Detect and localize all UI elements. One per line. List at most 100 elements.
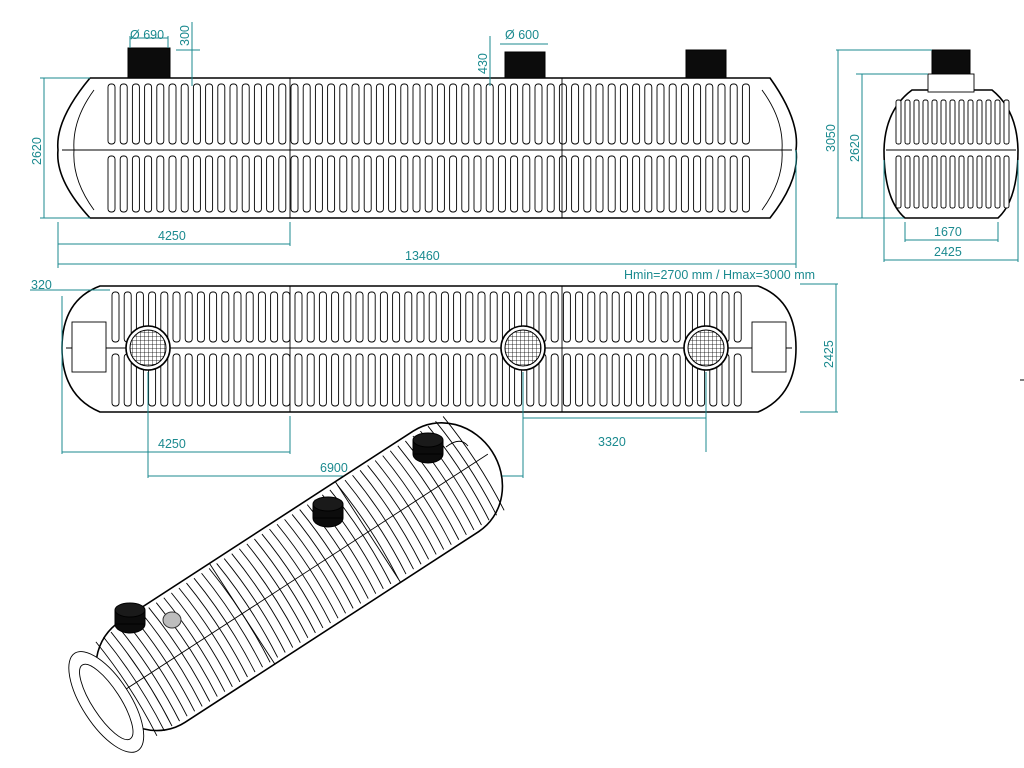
- plan-rib: [318, 353, 327, 407]
- side-rib: [668, 83, 677, 145]
- plan-rib: [392, 353, 401, 407]
- side-rib: [205, 83, 214, 145]
- dim-neck-height-mid: 430: [476, 53, 490, 74]
- plan-rib: [196, 291, 205, 343]
- side-rib: [741, 155, 750, 213]
- end-rib: [1003, 155, 1010, 209]
- plan-rib: [172, 353, 181, 407]
- end-rib: [967, 99, 974, 145]
- end-rib: [994, 155, 1001, 209]
- side-rib: [656, 83, 665, 145]
- side-rib: [107, 155, 116, 213]
- plan-rib: [331, 291, 340, 343]
- side-rib: [217, 155, 226, 213]
- plan-rib: [477, 291, 486, 343]
- side-rib: [473, 155, 482, 213]
- end-rib: [985, 99, 992, 145]
- side-rib: [668, 155, 677, 213]
- iso-necks: [114, 432, 469, 634]
- end-rib: [931, 99, 938, 145]
- side-rib: [595, 155, 604, 213]
- plan-rib: [111, 291, 120, 343]
- side-rib: [449, 155, 458, 213]
- end-rib: [913, 155, 920, 209]
- plan-rib: [111, 353, 120, 407]
- side-rib: [168, 83, 177, 145]
- plan-rib: [489, 291, 498, 343]
- end-rib: [976, 99, 983, 145]
- end-rib: [1003, 99, 1010, 145]
- side-rib: [119, 83, 128, 145]
- plan-rib: [477, 353, 486, 407]
- side-rib: [327, 83, 336, 145]
- end-rib: [922, 99, 929, 145]
- side-rib: [314, 83, 323, 145]
- plan-rib: [599, 353, 608, 407]
- end-rib: [949, 99, 956, 145]
- side-rib: [546, 83, 555, 145]
- side-rib: [473, 83, 482, 145]
- end-rib: [931, 155, 938, 209]
- plan-rib: [611, 291, 620, 343]
- end-rib: [958, 155, 965, 209]
- side-rib: [644, 83, 653, 145]
- dim-end-total-height: 3050: [824, 124, 838, 152]
- plan-rib: [209, 353, 218, 407]
- side-rib: [705, 83, 714, 145]
- side-rib: [327, 155, 336, 213]
- end-rib: [994, 99, 1001, 145]
- dim-end-body-height: 2620: [848, 134, 862, 162]
- plan-rib: [331, 353, 340, 407]
- plan-rib: [562, 291, 571, 343]
- side-rib: [144, 155, 153, 213]
- side-rib: [693, 83, 702, 145]
- side-rib: [363, 83, 372, 145]
- end-view: 3050 2620 1670 2425: [824, 49, 1019, 262]
- side-view: Ø 690 300 Ø 600 430 2620 4250 13460: [30, 22, 798, 268]
- plan-rib: [355, 291, 364, 343]
- side-rib: [510, 155, 519, 213]
- end-rib: [922, 155, 929, 209]
- side-rib: [131, 83, 140, 145]
- side-rib: [351, 155, 360, 213]
- plan-rib: [294, 353, 303, 407]
- plan-view: Hmin=2700 mm / Hmax=3000 mm 320 2425 425…: [30, 268, 838, 478]
- plan-rib: [465, 353, 474, 407]
- plan-rib: [270, 353, 279, 407]
- plan-rib: [172, 291, 181, 343]
- side-rib: [680, 155, 689, 213]
- end-rib: [949, 155, 956, 209]
- plan-rib: [440, 291, 449, 343]
- side-rib: [619, 155, 628, 213]
- plan-rib: [648, 353, 657, 407]
- plan-rib: [416, 353, 425, 407]
- side-rib: [412, 155, 421, 213]
- iso-neck-rear: [412, 432, 469, 464]
- side-rib: [497, 83, 506, 145]
- plan-rib: [672, 291, 681, 343]
- side-rib: [144, 83, 153, 145]
- dim-dia-mid: Ø 600: [505, 28, 539, 42]
- plan-ribs: [111, 291, 742, 407]
- end-rib: [895, 155, 902, 209]
- side-rib: [449, 83, 458, 145]
- neck-middle: [504, 51, 546, 79]
- side-rib: [180, 155, 189, 213]
- plan-rib: [587, 291, 596, 343]
- side-rib: [705, 155, 714, 213]
- neck-right: [685, 49, 727, 79]
- side-rib: [241, 83, 250, 145]
- side-rib: [375, 155, 384, 213]
- side-rib: [119, 155, 128, 213]
- side-rib: [375, 83, 384, 145]
- plan-rib: [282, 353, 291, 407]
- plan-rib: [379, 291, 388, 343]
- side-rib: [583, 83, 592, 145]
- side-rib: [485, 155, 494, 213]
- side-rib: [632, 155, 641, 213]
- dim-dia-left: Ø 690: [130, 28, 164, 42]
- plan-rib: [196, 353, 205, 407]
- plan-rib: [404, 353, 413, 407]
- dim-end-base-width: 1670: [934, 225, 962, 239]
- plan-rib: [257, 353, 266, 407]
